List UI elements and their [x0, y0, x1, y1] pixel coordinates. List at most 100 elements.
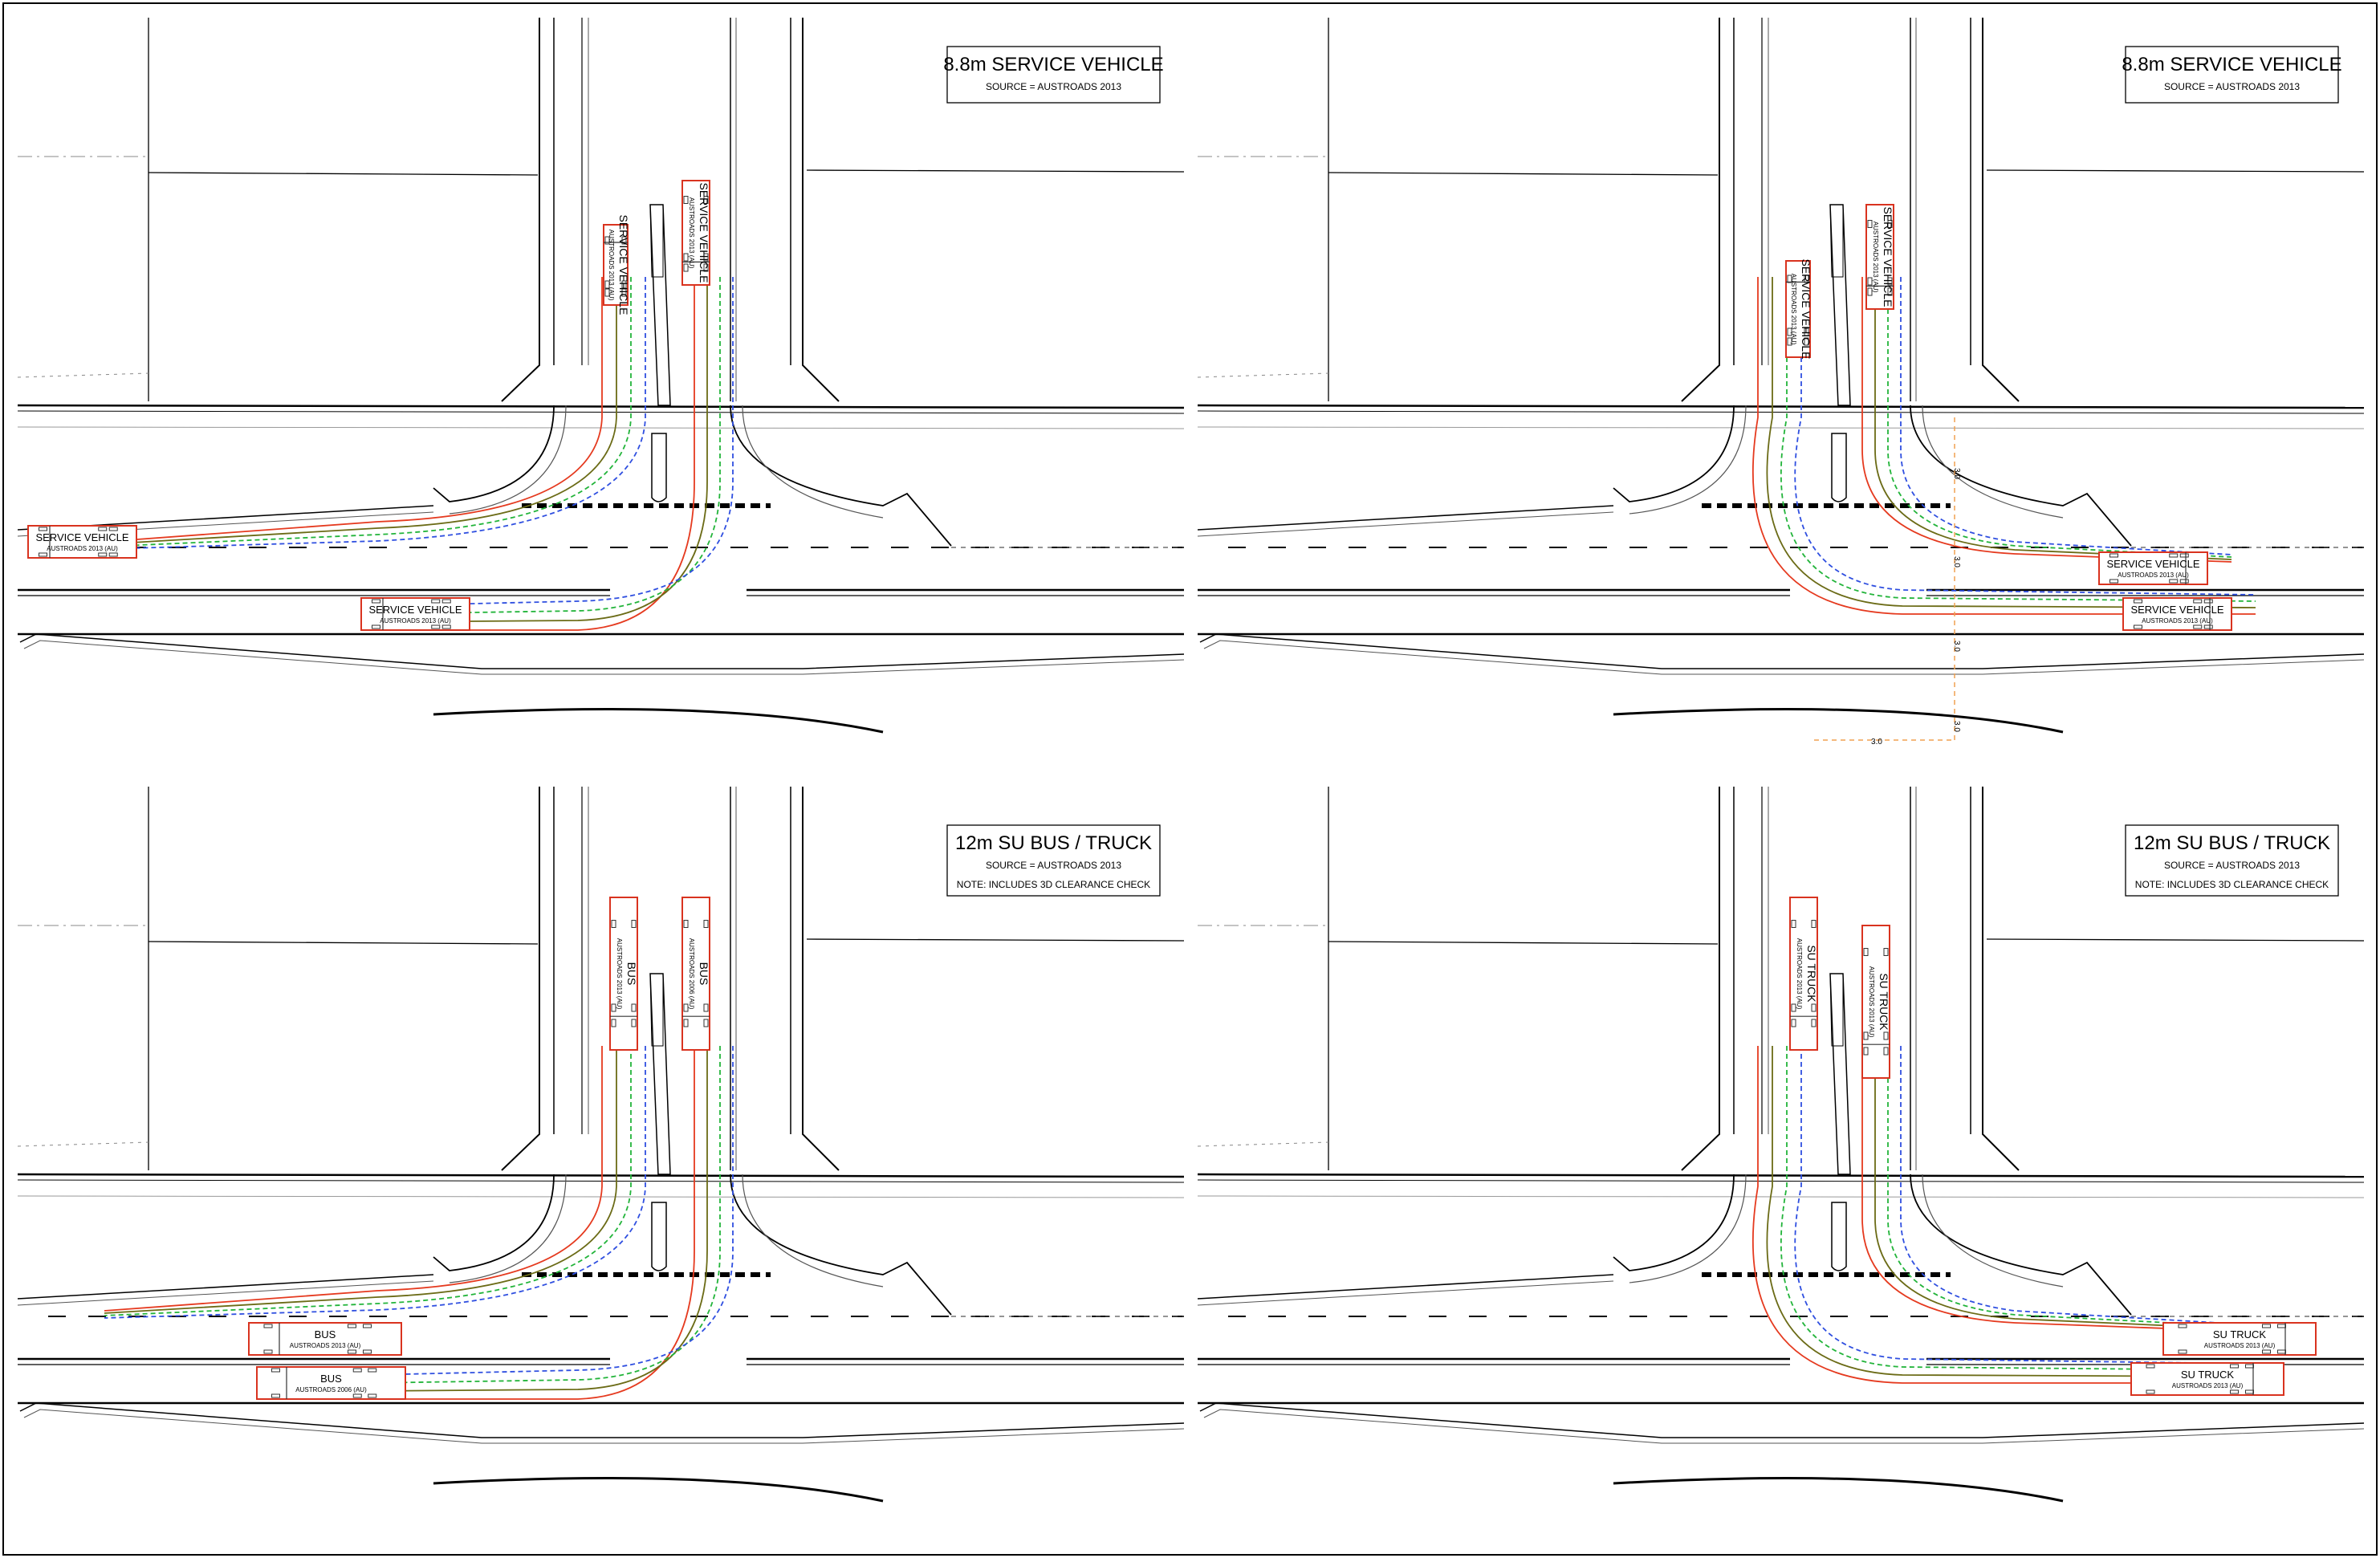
vehicle-source-label: AUSTROADS 2013 (AU) [1796, 938, 1803, 1010]
vehicle-wheel [98, 527, 108, 531]
vehicle-wheel [1804, 337, 1809, 346]
median-island [649, 973, 671, 1175]
vehicle-wheel [352, 1393, 362, 1398]
vehicle-label: SERVICE VEHICLE [368, 604, 462, 616]
road-boundary-top [17, 404, 1185, 409]
vehicle-wheel [2109, 579, 2118, 584]
vehicle-wheel [1883, 1031, 1889, 1040]
vehicle-source-label: AUSTROADS 2013 (AU) [2118, 572, 2189, 579]
vehicle-label: SERVICE VEHICLE [617, 214, 630, 315]
fence-line [1197, 1141, 1329, 1147]
median-island-lower [1831, 1202, 1847, 1271]
vehicle-body [2130, 1362, 2284, 1396]
swept-path-left-turn [1780, 277, 2256, 602]
vehicle-wheel [1791, 1019, 1796, 1027]
swept-path-right-turn [1861, 1046, 2232, 1332]
road-edge [1197, 426, 2365, 429]
kerb-return-right-inner [742, 405, 884, 519]
vehicle-label: SERVICE VEHICLE [698, 182, 710, 283]
swept-path-left-turn [104, 1046, 632, 1316]
swept-path-right-turn [1874, 1046, 2232, 1329]
property-line [1986, 938, 2365, 942]
road-edge-left [1197, 511, 1614, 537]
swept-path-right-turn [1887, 1046, 2232, 1327]
vehicle-wheel [2179, 579, 2189, 584]
vehicle-wheel [611, 1003, 616, 1012]
vehicle-wheel [271, 1368, 280, 1373]
vehicle-wheel [1791, 1003, 1796, 1012]
vehicle-type-title: 8.8m SERVICE VEHICLE [943, 54, 1163, 75]
kerb-return-left [433, 405, 555, 502]
note-label: NOTE: INCLUDES 3D CLEARANCE CHECK [957, 879, 1150, 890]
swept-path-left-turn [1794, 1046, 2256, 1365]
property-line [148, 941, 539, 945]
property-line [1986, 169, 2365, 173]
kerb-return-left [1613, 405, 1735, 502]
side-road-kerb-right [802, 18, 840, 402]
vehicle-wheel [2262, 1349, 2271, 1354]
vehicle-wheel [2203, 624, 2213, 629]
dimension-label: 3.0 [1952, 721, 1961, 732]
vehicle-body [27, 525, 137, 559]
vehicle-wheel [2178, 1324, 2187, 1328]
vehicle-wheel [2245, 1364, 2254, 1369]
swept-path-right-turn [1900, 277, 2232, 555]
side-road-kerb-left [501, 787, 540, 1171]
side-road-kerb-left [1681, 18, 1720, 402]
road-edge-left [17, 1280, 434, 1306]
kerb-return-right [730, 1174, 952, 1316]
vehicle-wheel [621, 288, 627, 297]
vehicle-wheel [108, 552, 118, 557]
swept-path-left-turn [1766, 277, 2256, 608]
title-box [946, 46, 1161, 104]
vehicle-source-label: AUSTROADS 2006 (AU) [295, 1386, 367, 1393]
vehicle-wheel [1811, 1003, 1817, 1012]
median-nose [649, 204, 664, 278]
median-island-lower [1831, 433, 1847, 502]
vehicle-body [603, 224, 629, 306]
side-road-kerb-left [501, 18, 540, 402]
road-arc [1613, 1477, 2064, 1503]
vehicle-source-label: AUSTROADS 2013 (AU) [47, 545, 118, 552]
vehicle-body [1865, 204, 1894, 310]
vehicle-wheel [263, 1349, 273, 1354]
vehicle-label: SU TRUCK [1878, 973, 1890, 1031]
vehicle-wheel [621, 280, 627, 289]
kerb-return-right-inner [742, 1174, 884, 1287]
vehicle-wheel [372, 624, 380, 629]
note-label: NOTE: INCLUDES 3D CLEARANCE CHECK [2135, 879, 2329, 890]
kerb-return-right [1910, 1174, 2132, 1316]
vehicle-wheel [2134, 624, 2142, 629]
swept-path-right-turn [368, 277, 708, 623]
vehicle-wheel [604, 280, 610, 289]
vehicle-source-label: AUSTROADS 2013 (AU) [616, 938, 623, 1010]
road-edge-left [1197, 1274, 1614, 1300]
kerb-return-left [1613, 1174, 1735, 1271]
vehicle-body [681, 897, 710, 1051]
swept-path-right-turn [1861, 277, 2232, 563]
vehicle-label: BUS [320, 1373, 342, 1385]
vehicle-wheel [98, 552, 108, 557]
vehicle-wheel [1883, 1047, 1889, 1056]
vehicle-wheel [1863, 948, 1869, 956]
kerb-return-left-inner [1629, 1174, 1747, 1283]
vehicle-wheel [372, 599, 380, 604]
vehicle-wheel [621, 236, 627, 245]
swept-path-right-turn [1900, 1046, 2232, 1324]
dimension-annotation: 3.03.03.03.03.0 [1814, 417, 1961, 746]
footpath-edge [19, 1402, 1185, 1438]
vehicle-body [681, 180, 710, 286]
vehicle-wheel [1804, 275, 1809, 283]
vehicle-wheel [703, 263, 709, 272]
